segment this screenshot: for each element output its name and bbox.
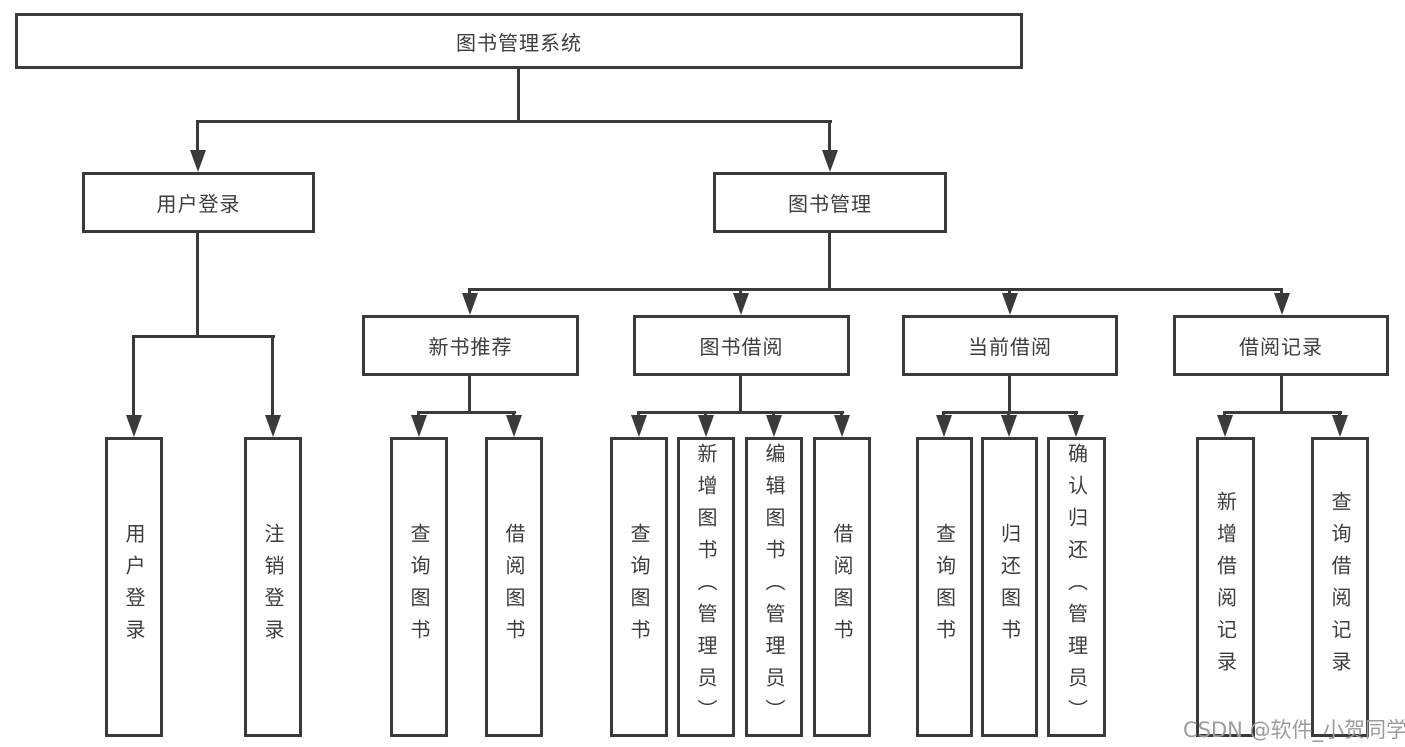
arrowhead-down-icon	[698, 415, 714, 437]
node-current-borrow: 当前借阅	[902, 315, 1118, 376]
arrowhead-down-icon	[766, 415, 782, 437]
node-label: 图书管理系统	[456, 30, 582, 55]
leaf-label: 新增图书（管理员）	[694, 443, 718, 731]
leaf-query-books-recommend: 查询图书	[390, 437, 448, 737]
leaf-query-borrow-record: 查询借阅记录	[1311, 437, 1369, 737]
arrowhead-down-icon	[1217, 415, 1233, 437]
leaf-label: 确认归还（管理员）	[1064, 443, 1089, 731]
leaf-confirm-return-admin: 确认归还（管理员）	[1047, 437, 1106, 737]
connector-to-user-login	[196, 120, 199, 152]
connector-book-mgmt-stem	[828, 233, 831, 290]
arrowhead-down-icon	[265, 415, 281, 437]
leaf-label: 新增借阅记录	[1213, 491, 1238, 683]
connector-book-mgmt-splitter	[468, 288, 1283, 291]
arrowhead-down-icon	[1274, 293, 1290, 315]
arrowhead-down-icon	[936, 415, 952, 437]
node-label: 借阅记录	[1239, 335, 1323, 359]
node-library-system: 图书管理系统	[15, 13, 1023, 69]
connector-root-stem	[517, 69, 520, 122]
leaf-user-login: 用户登录	[105, 437, 163, 737]
arrowhead-down-icon	[411, 415, 427, 437]
leaf-edit-books-admin: 编辑图书（管理员）	[745, 437, 803, 737]
connector-records-splitter	[1224, 411, 1342, 414]
leaf-label: 查询图书	[932, 523, 957, 651]
leaf-logout: 注销登录	[244, 437, 302, 737]
node-label: 图书借阅	[699, 335, 784, 359]
node-new-book-recommend: 新书推荐	[362, 315, 579, 376]
arrowhead-down-icon	[126, 415, 142, 437]
watermark-text: CSDN @软件_小贺同学	[1183, 718, 1405, 742]
node-label: 新书推荐	[428, 335, 513, 359]
connector-recommend-splitter	[417, 411, 516, 414]
leaf-return-books: 归还图书	[981, 437, 1038, 737]
leaf-label: 借阅图书	[830, 523, 854, 651]
node-label: 当前借阅	[968, 335, 1052, 359]
arrowhead-down-icon	[822, 150, 838, 172]
leaf-borrow-books: 借阅图书	[813, 437, 871, 737]
arrowhead-down-icon	[733, 293, 749, 315]
node-book-borrow: 图书借阅	[633, 315, 850, 376]
connector-current-splitter	[943, 411, 1078, 414]
leaf-label: 查询图书	[407, 523, 431, 651]
connector-recommend-stem	[468, 375, 471, 414]
leaf-label: 用户登录	[122, 523, 146, 651]
connector-to-level3	[1280, 288, 1283, 297]
arrowhead-down-icon	[1332, 415, 1348, 437]
arrowhead-down-icon	[631, 415, 647, 437]
connector-to-level3	[739, 288, 742, 297]
arrowhead-down-icon	[1002, 293, 1018, 315]
node-label: 图书管理	[788, 192, 872, 216]
leaf-label: 注销登录	[261, 523, 285, 651]
connector-to-book-management	[828, 120, 831, 152]
leaf-query-books: 查询图书	[610, 437, 668, 737]
node-user-login: 用户登录	[82, 172, 315, 233]
connector-borrow-splitter	[637, 411, 844, 414]
connector-borrow-stem	[739, 375, 742, 414]
connector-current-stem	[1008, 375, 1011, 414]
connector-to-level3	[468, 288, 471, 297]
arrowhead-down-icon	[1068, 415, 1084, 437]
leaf-label: 归还图书	[997, 523, 1022, 651]
leaf-add-books-admin: 新增图书（管理员）	[677, 437, 735, 737]
connector-to-leaf	[132, 335, 135, 418]
arrowhead-down-icon	[190, 150, 206, 172]
leaf-label: 编辑图书（管理员）	[762, 443, 786, 731]
leaf-borrow-books-recommend: 借阅图书	[485, 437, 543, 737]
connector-level1-splitter	[196, 120, 832, 123]
leaf-label: 查询借阅记录	[1328, 491, 1352, 683]
arrowhead-down-icon	[506, 415, 522, 437]
connector-records-stem	[1280, 375, 1283, 414]
connector-user-login-splitter	[133, 335, 275, 338]
arrowhead-down-icon	[1001, 415, 1017, 437]
connector-user-login-stem	[196, 233, 199, 337]
arrowhead-down-icon	[462, 293, 478, 315]
connector-to-leaf	[271, 335, 274, 418]
node-book-management: 图书管理	[713, 172, 947, 233]
leaf-label: 查询图书	[627, 523, 651, 651]
connector-to-level3	[1008, 288, 1011, 297]
leaf-label: 借阅图书	[502, 523, 526, 651]
arrowhead-down-icon	[834, 415, 850, 437]
node-label: 用户登录	[156, 192, 241, 216]
leaf-query-books-current: 查询图书	[916, 437, 973, 737]
leaf-add-borrow-record: 新增借阅记录	[1196, 437, 1255, 737]
node-borrow-records: 借阅记录	[1173, 315, 1389, 376]
